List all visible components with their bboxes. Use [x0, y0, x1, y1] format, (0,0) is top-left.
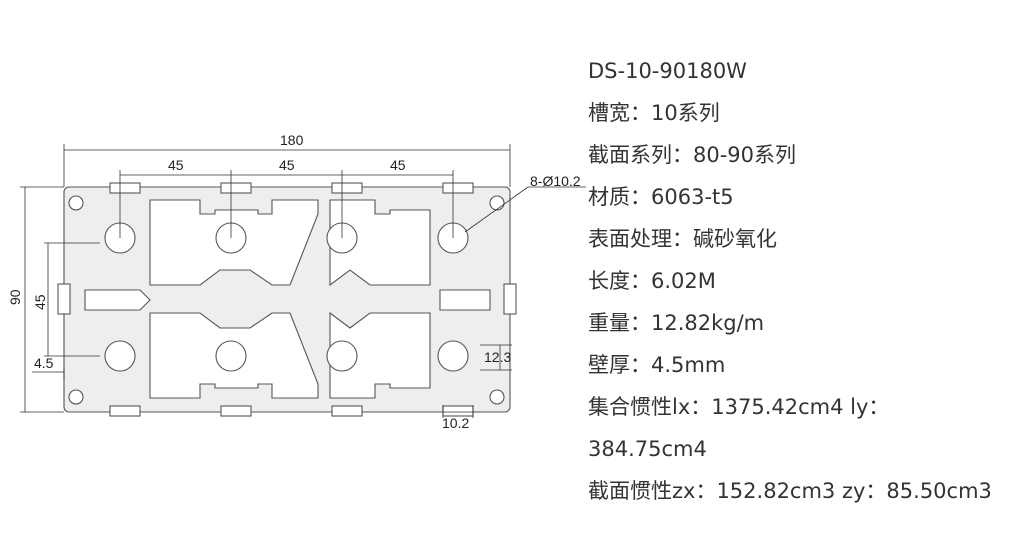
dimension-lines: [20, 144, 586, 418]
spec-inertia-2: 384.75cm4: [588, 437, 707, 461]
spec-slot-width: 槽宽：10系列: [588, 101, 720, 125]
profile-outline: [57, 182, 517, 417]
dim-pitch-3: 45: [390, 157, 406, 173]
dim-width-total: 180: [280, 132, 304, 148]
dim-height-pitch: 45: [32, 294, 48, 310]
spec-wall: 壁厚：4.5mm: [588, 353, 726, 377]
dim-slot-depth: 12.3: [484, 349, 511, 365]
spec-length: 长度：6.02M: [588, 269, 716, 293]
spec-inertia-1: 集合惯性lx：1375.42cm4 ly：: [588, 395, 890, 419]
spec-list: DS-10-90180W 槽宽：10系列 截面系列：80-90系列 材质：606…: [588, 50, 1030, 512]
spec-material: 材质：6063-t5: [588, 185, 734, 209]
dim-pitch-1: 45: [168, 157, 184, 173]
spec-weight: 重量：12.82kg/m: [588, 311, 765, 335]
spec-series: 截面系列：80-90系列: [588, 143, 797, 167]
dim-bore: 8-Ø10.2: [530, 173, 581, 189]
spec-surface: 表面处理：碱砂氧化: [588, 227, 777, 251]
dim-slot-width: 10.2: [442, 415, 469, 431]
dim-wall-thickness: 4.5: [34, 355, 54, 371]
profile-drawing: 180 45 45 45 90 45 4.5 8-Ø10.2 12.3 10.2: [7, 132, 586, 431]
dim-pitch-2: 45: [279, 157, 295, 173]
spec-model: DS-10-90180W: [588, 59, 747, 83]
dim-height-total: 90: [7, 289, 23, 305]
spec-section-modulus: 截面惯性zx：152.82cm3 zy：85.50cm3: [588, 479, 992, 503]
